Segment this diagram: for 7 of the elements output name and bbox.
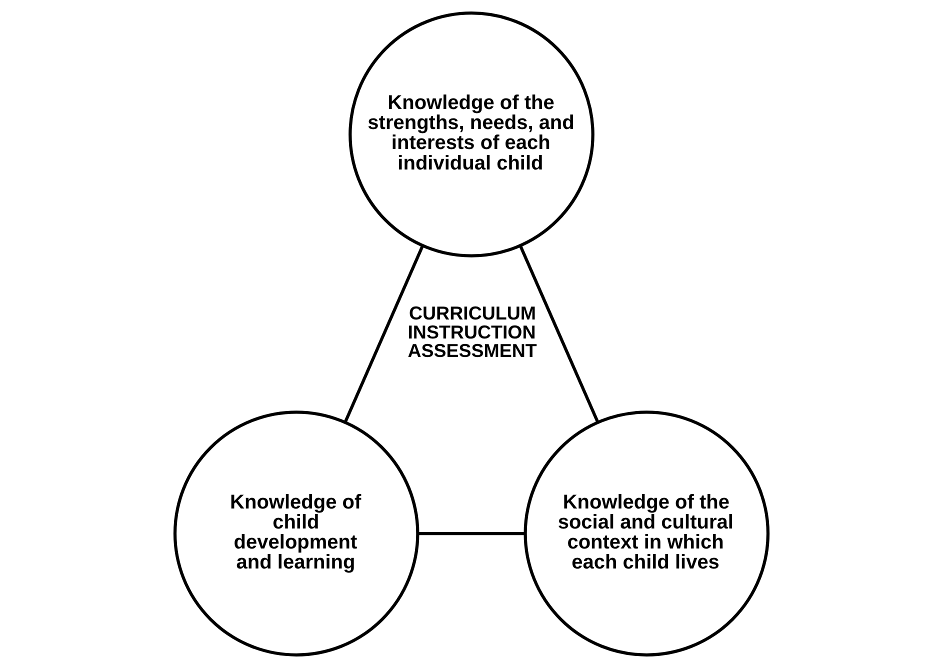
- node-circle: Knowledge of child development and learning: [172, 410, 419, 656]
- node-circle: Knowledge of the social and cultural context in which each child lives: [523, 410, 770, 656]
- connector: [518, 245, 599, 423]
- connector: [417, 532, 525, 536]
- node-circle: Knowledge of the strengths, needs, and interests of each individual child: [348, 12, 594, 258]
- label: CURRICULUM INSTRUCTION ASSESSMENT: [407, 302, 536, 362]
- connector: [343, 245, 424, 423]
